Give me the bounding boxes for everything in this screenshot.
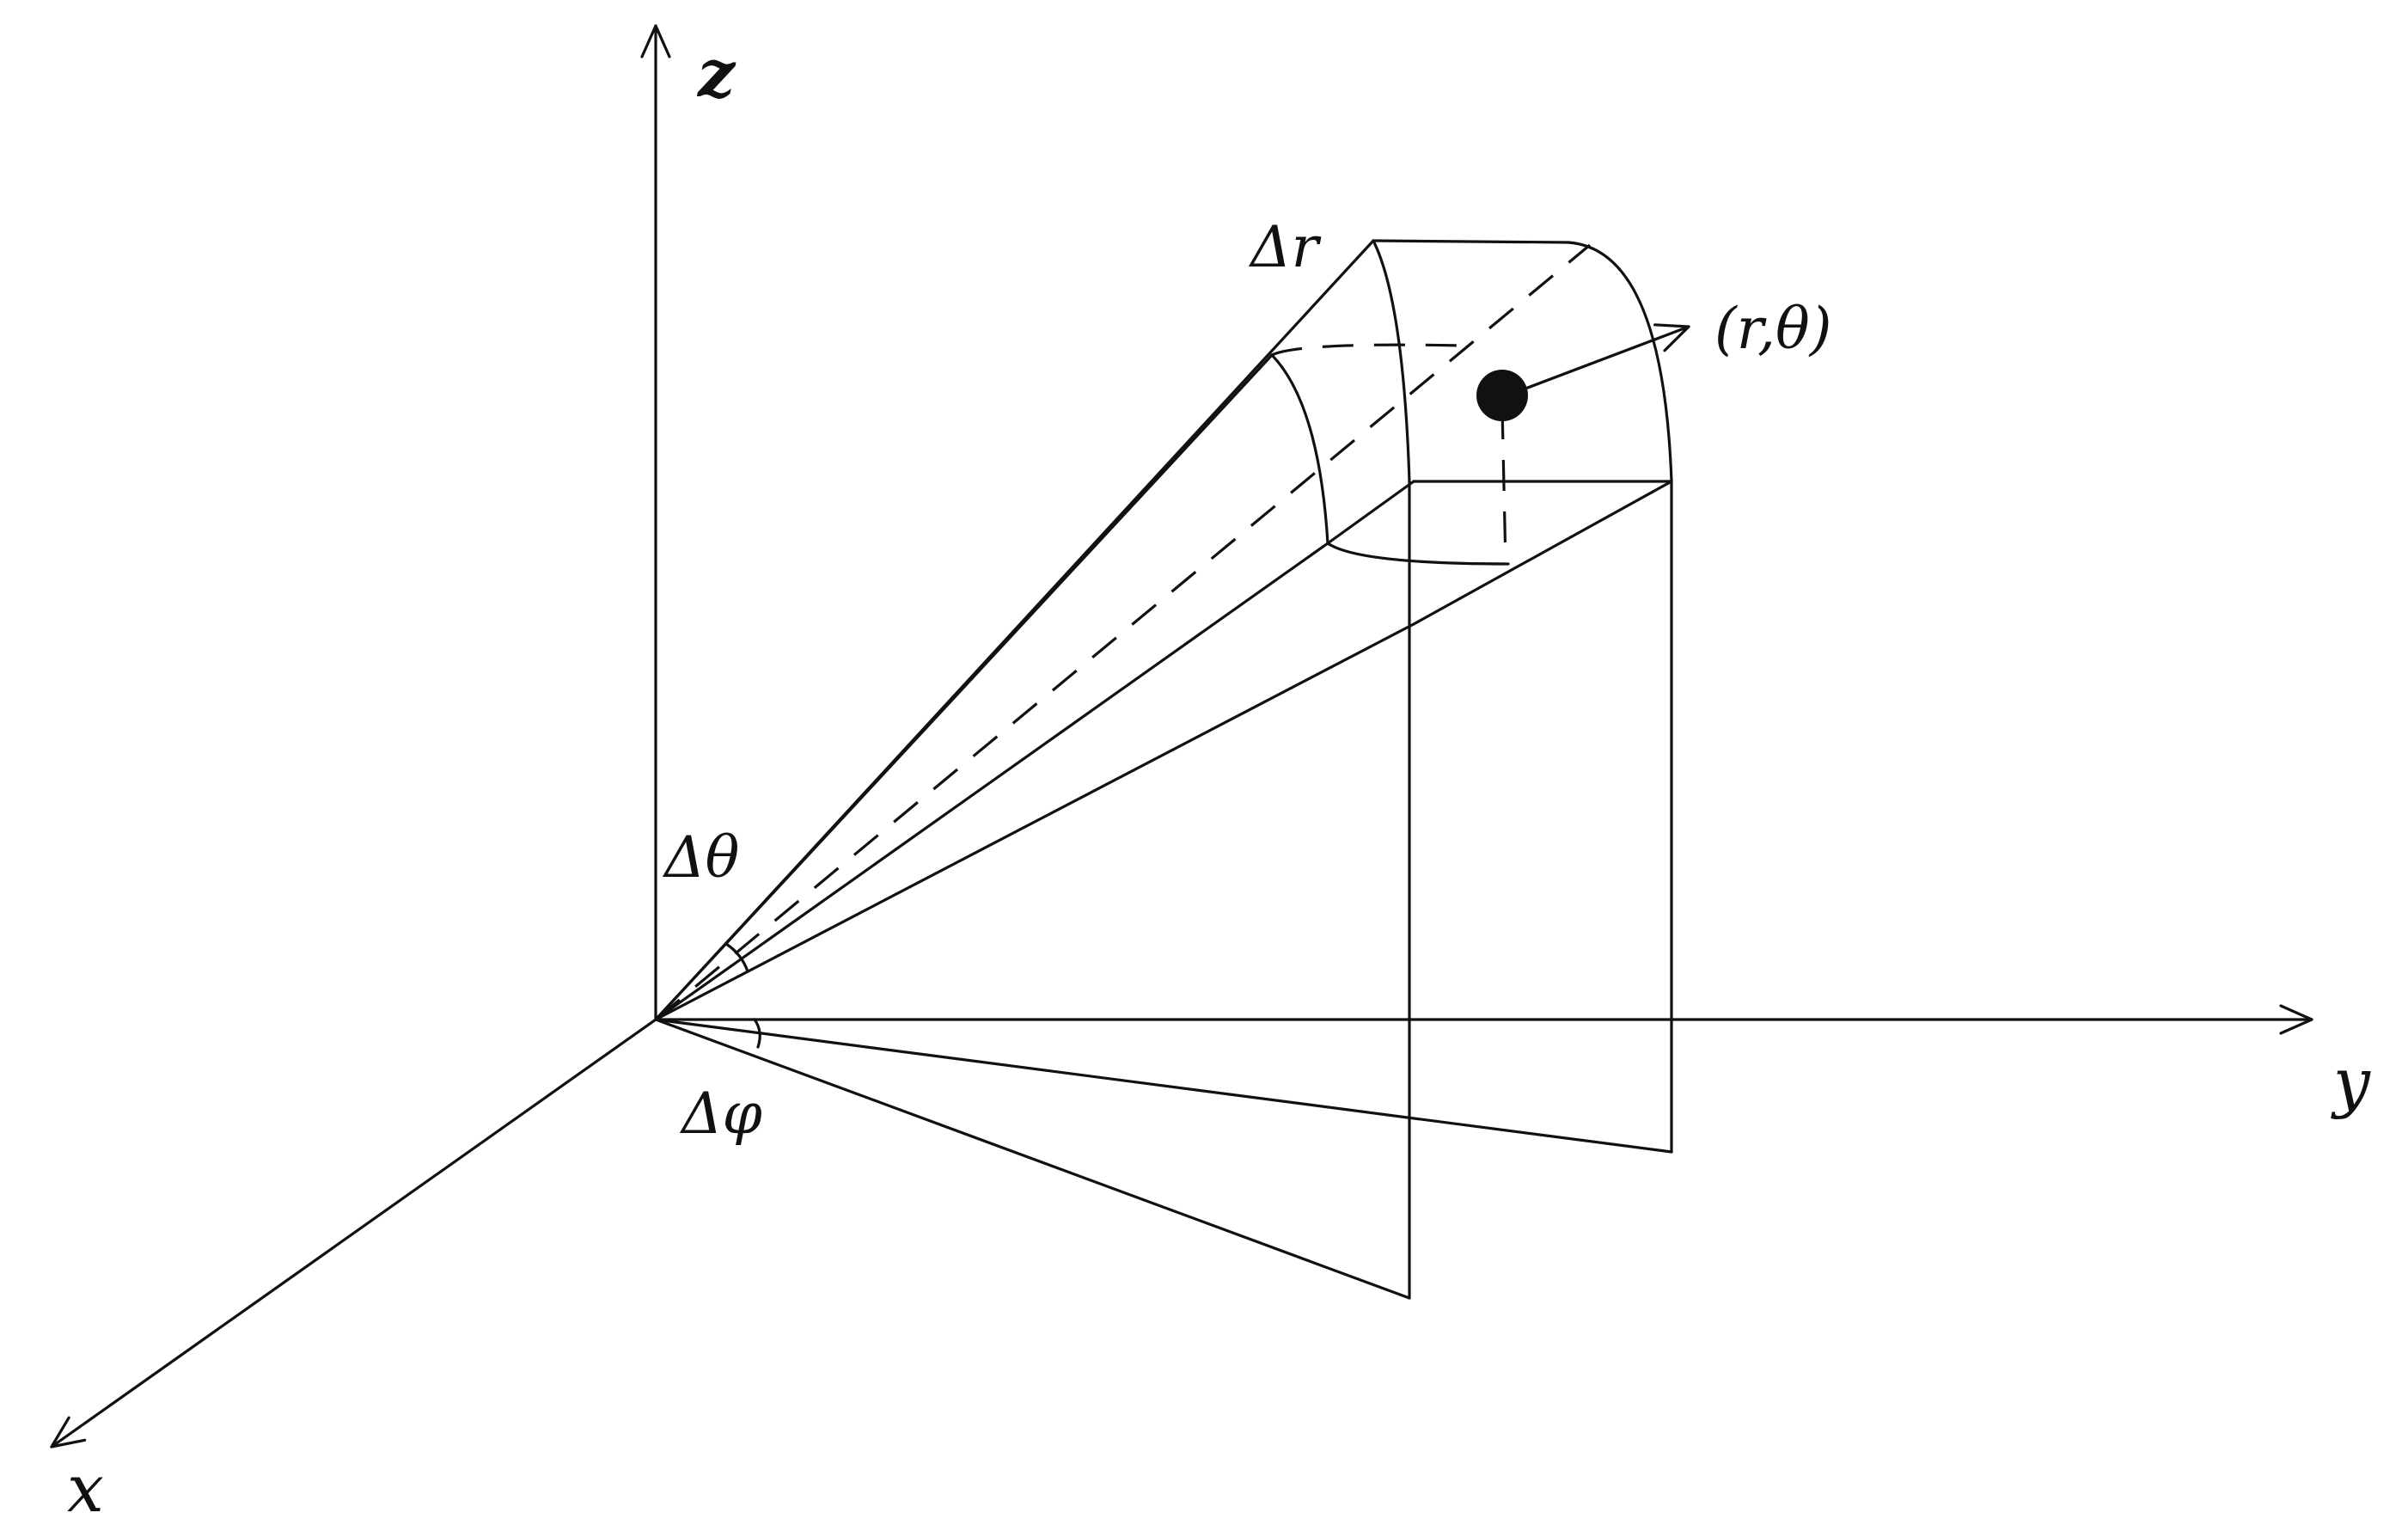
point-position-arrow — [1524, 323, 1690, 390]
ray-to-inner-bottom-corner — [654, 542, 1329, 1021]
label-delta-theta: Δθ — [662, 824, 739, 891]
label-x: x — [67, 1450, 104, 1525]
volume-element — [654, 239, 1690, 1300]
point-marker — [1476, 370, 1528, 421]
label-z: z — [696, 35, 736, 112]
ray-to-outer-bottom-corner — [654, 622, 1415, 1021]
inner-face-right-edge-dashed — [1500, 407, 1507, 565]
label-point-coordinates: (r,θ) — [1714, 296, 1832, 362]
label-y: y — [2331, 1044, 2371, 1120]
center-ray-dashed — [654, 243, 1592, 1021]
outer-face-right-edge — [1567, 241, 1673, 483]
x-axis — [50, 1018, 657, 1448]
label-delta-phi: Δφ — [679, 1081, 762, 1147]
label-delta-r: Δr — [1248, 214, 1322, 280]
base-ray-near — [654, 1018, 1411, 1300]
delta-theta-arc — [724, 942, 749, 973]
inner-face-left-edge — [1270, 353, 1329, 545]
inner-face-bottom-edge — [1326, 542, 1510, 566]
base-ray-far — [654, 1018, 1673, 1154]
inner-face-bottom-back-edge — [1326, 480, 1415, 545]
outer-face-left-edge — [1372, 239, 1411, 483]
element-bottom-right-edge — [1412, 480, 1673, 626]
ray-to-inner-top-corner — [654, 353, 1274, 1021]
delta-phi-arc — [753, 1018, 761, 1049]
outer-face-top-edge — [1372, 239, 1570, 244]
labels: z y x Δr Δθ Δφ (r,θ) — [67, 35, 2371, 1525]
inner-face-top-edge-dashed — [1271, 343, 1462, 357]
axes — [50, 24, 2313, 1448]
